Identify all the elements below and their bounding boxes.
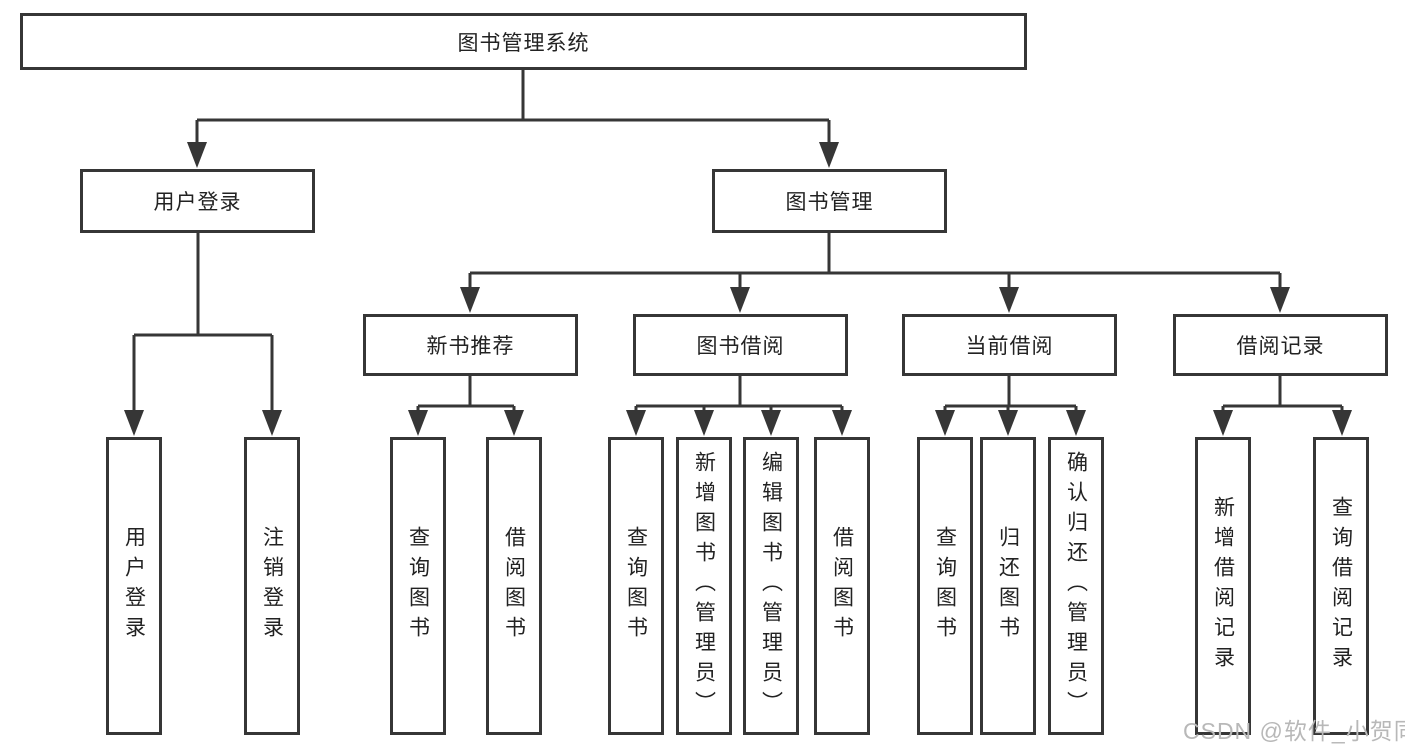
node-user-login: 用户登录 (80, 169, 315, 233)
arrow-leaf-query-books-3 (935, 410, 955, 436)
leaf-query-books-3: 查询图书 (917, 437, 973, 735)
arrow-user-login (187, 142, 207, 168)
node-root-label: 图书管理系统 (457, 31, 590, 55)
node-user-login-label: 用户登录 (153, 191, 242, 214)
arrowheads (124, 142, 1352, 436)
leaf-add-borrow-record-label: 新增借阅记录 (1211, 496, 1235, 676)
arrow-borrow-records (1270, 287, 1290, 313)
node-book-management-label: 图书管理 (785, 191, 874, 214)
leaf-add-books-admin-label: 新增图书（管理员） (692, 451, 716, 721)
leaf-confirm-return-admin-label: 确认归还（管理员） (1064, 451, 1088, 721)
leaf-return-books: 归还图书 (980, 437, 1036, 735)
leaf-add-borrow-record: 新增借阅记录 (1195, 437, 1251, 735)
node-new-book-recommend: 新书推荐 (363, 314, 578, 376)
arrow-leaf-return-books (998, 410, 1018, 436)
leaf-user-login-label: 用户登录 (122, 526, 146, 646)
node-current-borrow-label: 当前借阅 (965, 335, 1054, 358)
leaf-logout-label: 注销登录 (260, 526, 284, 646)
leaf-query-books-3-label: 查询图书 (933, 526, 957, 646)
arrow-leaf-add-borrow-record (1213, 410, 1233, 436)
node-borrow-records: 借阅记录 (1173, 314, 1388, 376)
arrow-leaf-add-books (694, 410, 714, 436)
leaf-return-books-label: 归还图书 (996, 526, 1020, 646)
leaf-query-borrow-record: 查询借阅记录 (1313, 437, 1369, 735)
leaf-add-books-admin: 新增图书（管理员） (676, 437, 732, 735)
leaf-query-books-1: 查询图书 (390, 437, 446, 735)
leaf-user-login: 用户登录 (106, 437, 162, 735)
arrow-leaf-query-borrow-record (1332, 410, 1352, 436)
leaf-confirm-return-admin: 确认归还（管理员） (1048, 437, 1104, 735)
arrow-new-book-recommend (460, 287, 480, 313)
leaf-edit-books-admin: 编辑图书（管理员） (743, 437, 799, 735)
arrow-book-borrow (730, 287, 750, 313)
leaf-query-books-2: 查询图书 (608, 437, 664, 735)
arrow-leaf-confirm-return (1066, 410, 1086, 436)
leaf-query-books-1-label: 查询图书 (406, 526, 430, 646)
node-current-borrow: 当前借阅 (902, 314, 1117, 376)
leaf-borrow-books-1-label: 借阅图书 (502, 526, 526, 646)
leaf-edit-books-admin-label: 编辑图书（管理员） (759, 451, 783, 721)
node-new-book-recommend-label: 新书推荐 (426, 335, 515, 358)
arrow-leaf-borrow-books-2 (832, 410, 852, 436)
node-borrow-records-label: 借阅记录 (1236, 335, 1325, 358)
leaf-borrow-books-1: 借阅图书 (486, 437, 542, 735)
csdn-watermark: CSDN @软件_小贺同学 (1183, 718, 1405, 744)
node-book-management: 图书管理 (712, 169, 947, 233)
arrow-book-management (819, 142, 839, 168)
node-book-borrow: 图书借阅 (633, 314, 848, 376)
leaf-borrow-books-2-label: 借阅图书 (830, 526, 854, 646)
arrow-current-borrow (999, 287, 1019, 313)
arrow-leaf-logout (262, 410, 282, 436)
arrow-leaf-user-login (124, 410, 144, 436)
leaf-logout: 注销登录 (244, 437, 300, 735)
leaf-query-borrow-record-label: 查询借阅记录 (1329, 496, 1353, 676)
node-book-borrow-label: 图书借阅 (696, 335, 785, 358)
leaf-query-books-2-label: 查询图书 (624, 526, 648, 646)
leaf-borrow-books-2: 借阅图书 (814, 437, 870, 735)
arrow-leaf-query-books-2 (626, 410, 646, 436)
arrow-leaf-edit-books (761, 410, 781, 436)
arrow-leaf-borrow-books-1 (504, 410, 524, 436)
arrow-leaf-query-books-1 (408, 410, 428, 436)
node-root-system: 图书管理系统 (20, 13, 1027, 70)
